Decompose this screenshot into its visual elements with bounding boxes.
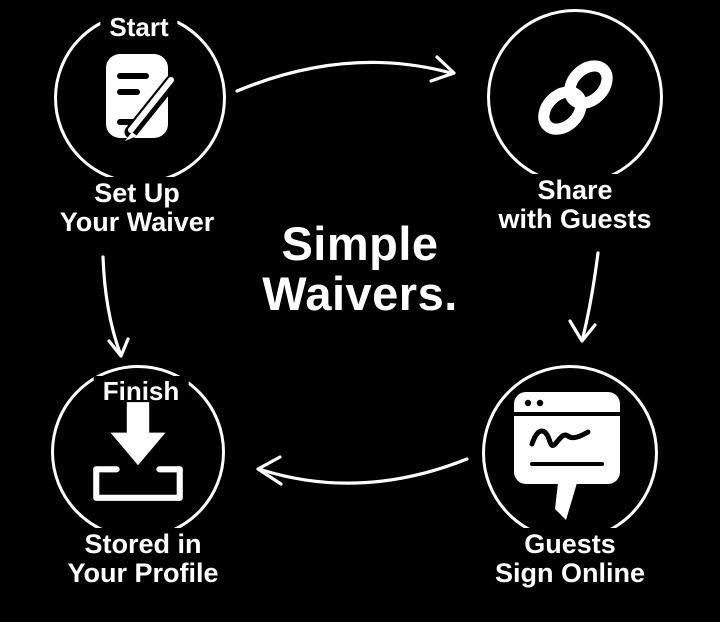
caption-line: Your Profile — [67, 558, 219, 588]
step-caption: Stored in Your Profile — [60, 528, 226, 590]
caption-line: with Guests — [498, 204, 652, 234]
finish-badge: Finish — [93, 376, 189, 407]
caption-line: Sign Online — [494, 558, 646, 588]
caption-line: Set Up — [94, 178, 180, 208]
caption-line: Stored in — [84, 529, 202, 559]
title-line: Waivers. — [262, 267, 458, 320]
arrow-setup-to-share-icon — [235, 55, 456, 93]
caption-line: Your Waiver — [59, 207, 215, 237]
arrow-share-to-sign-icon — [568, 251, 600, 343]
step-caption: Share with Guests — [491, 174, 659, 236]
waiver-form-icon — [90, 48, 190, 148]
step-caption: Set Up Your Waiver — [52, 177, 222, 239]
caption-line: Share — [537, 175, 613, 205]
signature-window-icon — [506, 380, 628, 528]
arrow-sign-to-store-icon — [256, 455, 469, 486]
arrow-setup-to-store-icon — [101, 255, 130, 358]
center-title: Simple Waivers. — [262, 219, 458, 319]
start-badge: Start — [100, 12, 178, 43]
step-caption: Guests Sign Online — [487, 528, 653, 590]
caption-line: Guests — [524, 529, 616, 559]
inbox-download-icon — [82, 398, 194, 510]
title-line: Simple — [281, 217, 439, 270]
link-icon — [523, 48, 625, 150]
